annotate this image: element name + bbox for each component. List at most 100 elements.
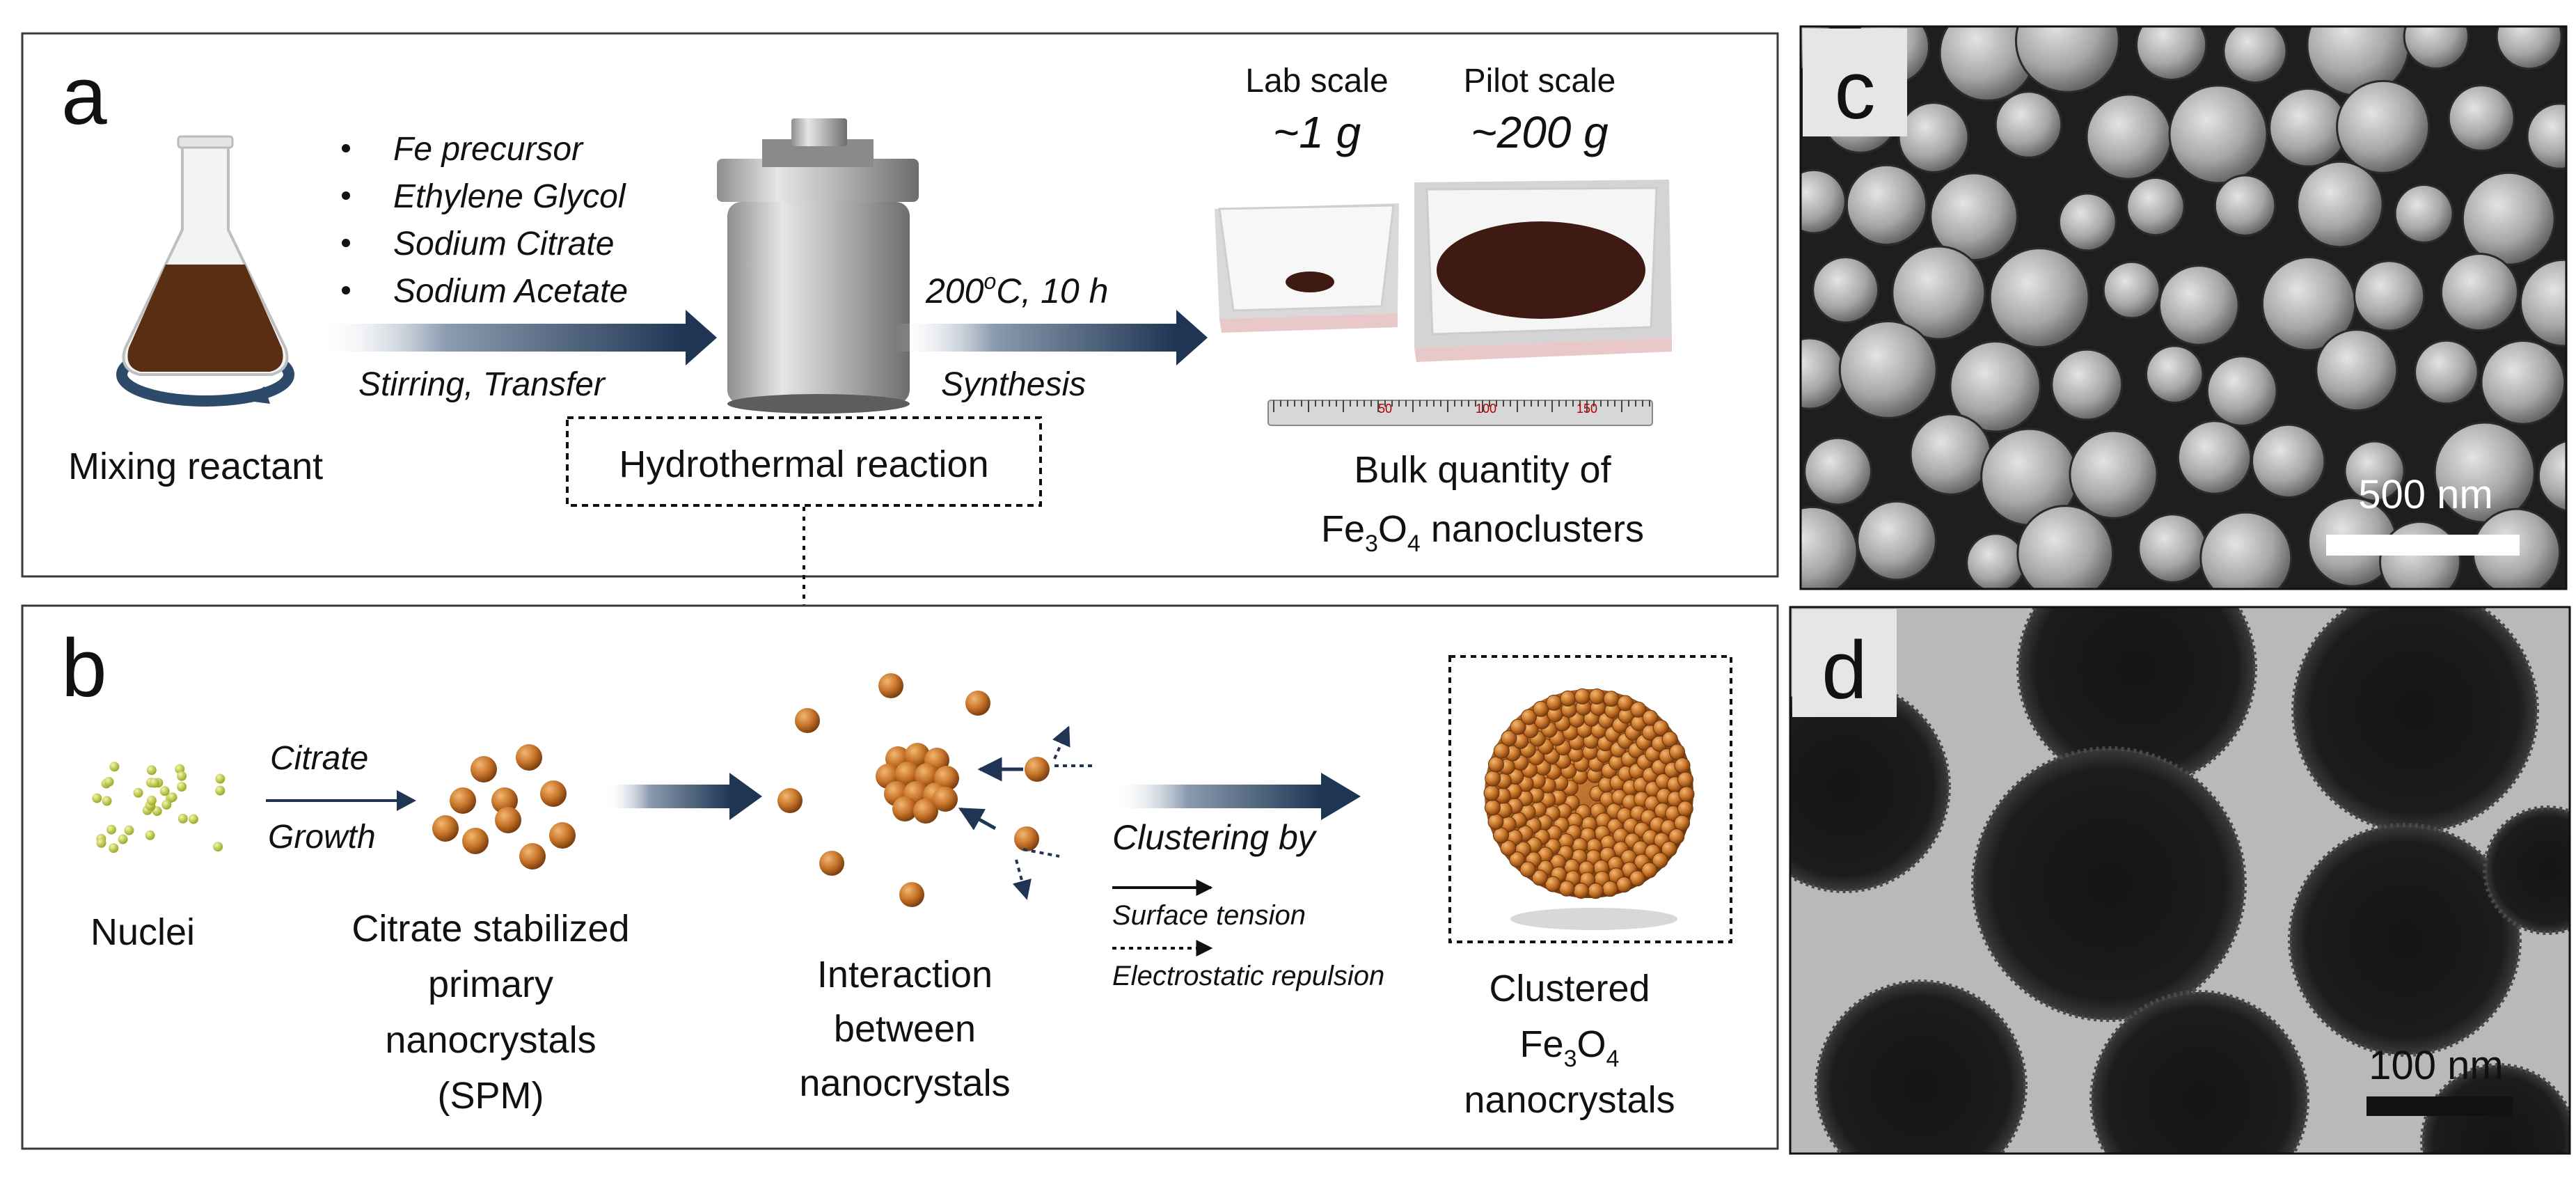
pilot-dish-image [1414,180,1672,362]
nucleus-dot [215,773,226,784]
free-nanocrystal [1025,757,1050,782]
clustered-line3: nanocrystals [1464,1079,1675,1121]
primary-nanocrystal [519,843,546,870]
nucleus-dot [133,787,143,798]
autoclave-icon [717,118,919,414]
panel-d: d 100 nm [1789,606,2571,1155]
interaction-line3: nanocrystals [799,1062,1010,1104]
surface-tension-label: Surface tension [1112,900,1306,931]
panel-b-letter: b [61,622,107,714]
panel-a: a Mixing reactant Fe precursor Ethylene … [21,32,1779,578]
cluster-nanocrystal [913,799,938,824]
arrow-stirring [317,310,717,365]
free-nanocrystal [1014,826,1039,851]
primary-nanocrystal [450,787,476,814]
primary-line1: Citrate stabilized [351,908,629,950]
nucleus-dot [161,799,172,810]
nucleus-dot [104,776,114,787]
reagent-list: Fe precursor Ethylene Glycol Sodium Citr… [342,131,628,310]
nucleus-dot [118,834,128,844]
hydro-box [566,416,1042,507]
sem-particles [1801,26,2566,589]
nucleus-dot [92,793,102,803]
free-nanocrystal [777,788,803,813]
ruler-tick-label: 50 [1378,402,1392,416]
primary-line2: primary [428,963,553,1005]
clustered-line1: Clustered [1489,968,1650,1009]
lab-scale-value: ~1 g [1273,107,1361,157]
stirring-caption: Stirring, Transfer [358,366,606,403]
arrow-synthesis [894,310,1208,365]
primary-line3: nanocrystals [385,1019,596,1061]
synthesis-caption: Synthesis [941,366,1086,403]
arrow-interaction [606,785,731,808]
nuclei-label: Nuclei [90,911,195,953]
pilot-scale-label: Pilot scale [1464,63,1616,100]
primary-nanocrystal [495,807,521,833]
citrate-arrow-head [397,790,416,811]
reagent-item: Ethylene Glycol [393,178,626,215]
primary-nanocrystals-icon [432,744,576,870]
cluster-nanocrystal [915,763,940,788]
cluster-nanocrystal [905,743,930,768]
interaction-icon [777,673,1050,907]
panel-c-letter: c [1835,45,1876,136]
nucleus-dot [159,786,170,796]
panel-c-letter-bg [1803,29,1907,136]
primary-nanocrystal [549,822,576,849]
primary-nanocrystal [491,787,518,814]
nucleus-dot [109,762,120,772]
clustering-by-label: Clustering by [1112,818,1318,857]
primary-line4: (SPM) [438,1075,544,1117]
arrow-clustering-head [1321,773,1361,820]
tem-scale-label: 100 nm [2369,1043,2503,1088]
interaction-line2: between [834,1008,976,1050]
nucleus-dot [145,830,155,840]
free-nanocrystal [795,708,820,733]
free-nanocrystal [878,673,903,698]
electrostatic-label: Electrostatic repulsion [1112,961,1384,991]
primary-nanocrystal [516,744,542,771]
reagent-item: Sodium Citrate [393,226,614,262]
panel-d-letter: d [1822,624,1867,716]
panel-c: c 500 nm [1799,25,2568,590]
nucleus-dot [188,814,198,824]
cluster-nanocrystal [895,762,920,787]
free-nanocrystal [899,882,924,907]
cluster-beads [1483,688,1695,899]
nucleus-dot [96,837,106,848]
nucleus-dot [177,771,187,781]
tem-particles [1790,607,2570,1154]
nucleus-dot [177,813,188,824]
nucleus-dot [167,792,177,803]
panel-a-letter: a [61,50,107,142]
cluster-nanocrystal [892,796,917,821]
citrate-label: Citrate [270,740,368,777]
ruler-tick-label: 150 [1577,402,1597,416]
growth-label: Growth [268,819,376,856]
lab-dish-image [1215,203,1399,333]
panel-d-letter-bg [1792,609,1897,717]
ruler-tick-label: 100 [1476,402,1496,416]
nucleus-dot [106,824,116,835]
primary-nanocrystal [540,780,567,807]
lab-scale-label: Lab scale [1245,63,1388,100]
reagent-item: Fe precursor [393,131,584,168]
nuclei-icon [92,762,226,853]
bulk-line2: Fe3O4 nanoclusters [1321,508,1644,557]
sem-scale-bar [2326,535,2520,556]
nucleus-dot [102,796,112,806]
clustered-line2: Fe3O4 [1520,1023,1620,1072]
nucleus-dot [146,795,157,805]
arrow-clustering [1114,785,1322,808]
reagent-item: Sodium Acetate [393,273,628,310]
sem-scale-label: 500 nm [2358,472,2492,517]
ruler-image: 50 100 150 [1267,400,1653,426]
nucleus-dot [149,778,159,788]
hydro-label: Hydrothermal reaction [619,443,988,485]
conditions-label: 200oC, 10 h [925,269,1108,310]
primary-nanocrystal [462,828,489,854]
cluster-shadow [1510,908,1677,930]
cluster-nanocrystal [933,787,958,812]
